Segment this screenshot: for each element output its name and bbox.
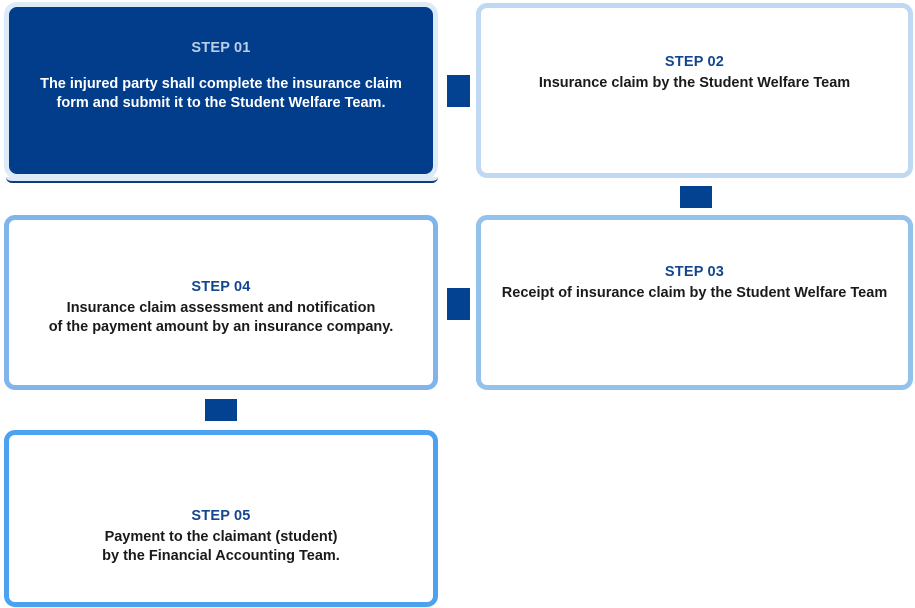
- step-05-title: STEP 05: [191, 508, 251, 524]
- step-01-underline: [6, 177, 438, 183]
- step-02-title: STEP 02: [664, 54, 725, 70]
- connector-step01-to-step02-icon: [447, 75, 470, 107]
- connector-step03-to-step04-icon: [447, 288, 470, 320]
- step-box-03[interactable]: STEP 03 Receipt of insurance claim by th…: [476, 215, 913, 390]
- step-04-title: STEP 04: [191, 279, 251, 295]
- step-02-body: Insurance claim by the Student Welfare T…: [538, 74, 851, 91]
- step-01-body: The injured party shall complete the ins…: [40, 75, 402, 112]
- connector-step02-to-step03-icon: [680, 186, 712, 208]
- step-05-body: Payment to the claimant (student) by the…: [102, 528, 340, 564]
- step-box-05[interactable]: STEP 05 Payment to the claimant (student…: [4, 430, 438, 607]
- connector-step04-to-step05-icon: [205, 399, 237, 421]
- step-01-title: STEP 01: [191, 40, 251, 56]
- step-03-body: Receipt of insurance claim by the Studen…: [501, 284, 888, 301]
- step-03-title: STEP 03: [664, 264, 725, 280]
- step-box-01[interactable]: STEP 01 The injured party shall complete…: [4, 2, 438, 179]
- step-box-02[interactable]: STEP 02 Insurance claim by the Student W…: [476, 3, 913, 178]
- step-box-04[interactable]: STEP 04 Insurance claim assessment and n…: [4, 215, 438, 390]
- step-04-body: Insurance claim assessment and notificat…: [48, 299, 394, 335]
